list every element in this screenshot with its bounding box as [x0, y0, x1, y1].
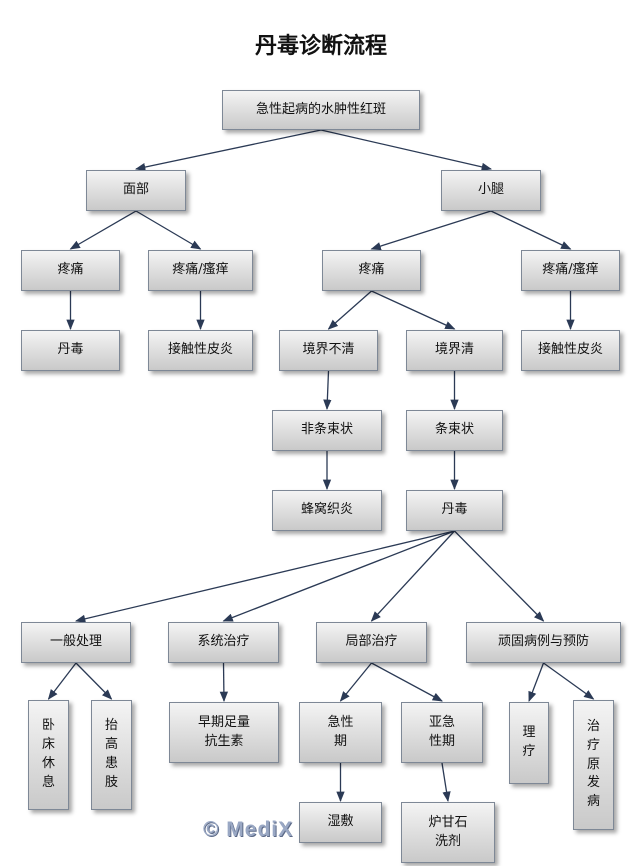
node-calf-pain-itch: 疼痛/瘙痒 — [521, 250, 620, 291]
node-label: 小腿 — [477, 182, 504, 198]
node-label: 疼痛 — [57, 262, 84, 278]
node-label: 一般处理 — [49, 634, 102, 650]
connector-root-to-calf — [320, 129, 493, 171]
connector-calf_pain-to-clear_border — [371, 290, 456, 330]
node-stubborn-prevention: 顽固病例与预防 — [466, 622, 621, 663]
node-label: 条束状 — [434, 422, 474, 438]
node-label: 局部治疗 — [345, 634, 398, 650]
node-label: 系统治疗 — [197, 634, 250, 650]
node-erysipelas: 丹毒 — [406, 490, 503, 531]
node-face-erysipelas: 丹毒 — [21, 330, 120, 371]
node-streak: 条束状 — [406, 410, 503, 451]
connector-subacute-to-calamine — [441, 762, 451, 803]
node-label: 炉甘石 洗剂 — [428, 814, 468, 849]
node-label: 卧 床 休 息 — [41, 718, 55, 790]
node-general-care: 一般处理 — [21, 622, 131, 663]
connector-face-to-face_pain — [69, 210, 137, 250]
node-face-pain: 疼痛 — [21, 250, 120, 291]
node-label: 理 疗 — [522, 725, 536, 759]
node-calf-pain: 疼痛 — [322, 250, 421, 291]
connector-unclear_border-to-non_streak — [323, 370, 332, 411]
watermark-logo: © MediX — [203, 818, 294, 841]
node-clear-border: 境界清 — [406, 330, 503, 371]
connector-erysipelas-to-systemic — [222, 530, 455, 622]
node-label: 疼痛 — [358, 262, 385, 278]
node-physiotherapy: 理 疗 — [509, 702, 549, 784]
node-wet-compress: 湿敷 — [299, 802, 382, 843]
node-unclear-border: 境界不清 — [279, 330, 378, 371]
connector-erysipelas-to-local — [370, 530, 455, 622]
node-label: 境界清 — [434, 342, 474, 358]
node-face-pain-itch: 疼痛/瘙痒 — [148, 250, 253, 291]
connector-stubborn-to-physio — [528, 662, 545, 702]
node-label: 早期足量 抗生素 — [197, 714, 250, 749]
node-systemic-therapy: 系统治疗 — [168, 622, 279, 663]
node-label: 抬 高 患 肢 — [104, 718, 118, 790]
node-label: 湿敷 — [327, 814, 354, 830]
connector-root-to-face — [134, 129, 322, 172]
node-acute-phase: 急性 期 — [299, 702, 382, 763]
connector-local-to-subacute — [371, 662, 443, 702]
node-cellulitis: 蜂窝织炎 — [272, 490, 382, 531]
connector-local-to-acute — [339, 662, 373, 702]
node-face-contact-dermatitis: 接触性皮炎 — [148, 330, 253, 371]
node-label: 疼痛/瘙痒 — [542, 262, 599, 278]
connector-face-to-face_pain_itch — [135, 210, 202, 250]
node-label: 丹毒 — [57, 342, 84, 358]
node-calf: 小腿 — [441, 170, 541, 211]
node-label: 非条束状 — [300, 422, 353, 438]
connector-calf-to-calf_pain — [370, 210, 492, 251]
node-local-therapy: 局部治疗 — [316, 622, 427, 663]
node-bed-rest: 卧 床 休 息 — [28, 700, 69, 810]
connector-calf_pain-to-unclear_border — [327, 290, 372, 330]
connector-general-to-rest — [47, 662, 77, 700]
connector-systemic-to-antibiotic — [219, 662, 229, 703]
node-label: 亚急 性期 — [428, 714, 455, 749]
node-face: 面部 — [86, 170, 186, 211]
node-label: 面部 — [122, 182, 149, 198]
node-calf-contact-dermatitis: 接触性皮炎 — [521, 330, 620, 371]
node-root: 急性起病的水肿性红斑 — [222, 90, 420, 130]
node-label: 丹毒 — [441, 502, 468, 518]
node-subacute-phase: 亚急 性期 — [401, 702, 483, 763]
node-antibiotics: 早期足量 抗生素 — [169, 702, 279, 763]
node-label: 蜂窝织炎 — [300, 502, 353, 518]
diagram-title: 丹毒诊断流程 — [254, 33, 387, 59]
connector-erysipelas-to-general — [74, 530, 455, 623]
node-treat-primary-disease: 治 疗 原 发 病 — [573, 700, 614, 830]
node-label: 治 疗 原 发 病 — [586, 718, 600, 810]
node-label: 境界不清 — [302, 342, 355, 358]
node-calamine-lotion: 炉甘石 洗剂 — [401, 802, 495, 863]
node-non-streak: 非条束状 — [272, 410, 382, 451]
node-label: 疼痛/瘙痒 — [172, 262, 229, 278]
node-label: 接触性皮炎 — [167, 342, 233, 358]
node-label: 接触性皮炎 — [537, 342, 603, 358]
connector-calf-to-calf_pain_itch — [490, 210, 572, 250]
connector-general-to-elevate — [75, 662, 113, 700]
connector-stubborn-to-primary — [543, 662, 595, 700]
node-elevate-limb: 抬 高 患 肢 — [91, 700, 132, 810]
node-label: 急性 期 — [327, 714, 354, 749]
node-label: 顽固病例与预防 — [497, 634, 589, 650]
connector-erysipelas-to-stubborn — [454, 530, 545, 622]
node-label: 急性起病的水肿性红斑 — [255, 101, 386, 117]
